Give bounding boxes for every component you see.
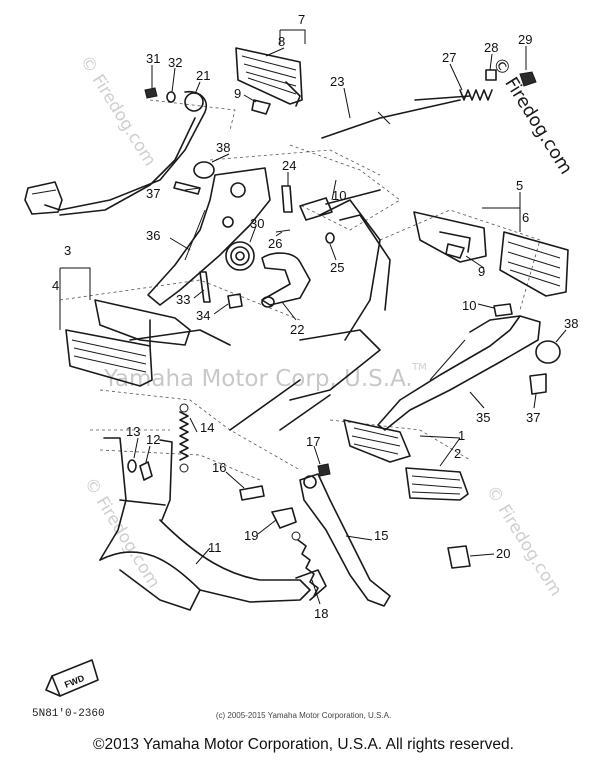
pin-26 bbox=[275, 229, 291, 233]
nut-17 bbox=[317, 463, 331, 477]
callout-33: 33 bbox=[176, 292, 190, 307]
washer-25 bbox=[325, 232, 335, 244]
callout-34: 34 bbox=[196, 308, 210, 323]
copyright-small-print: (c) 2005-2015 Yamaha Motor Corporation, … bbox=[215, 711, 392, 720]
callout-38b: 38 bbox=[564, 316, 578, 331]
callout-22: 22 bbox=[290, 322, 304, 337]
pin-24 bbox=[281, 185, 293, 213]
bushing-38-left bbox=[193, 161, 215, 179]
bushing-38-right bbox=[535, 340, 561, 364]
callout-18: 18 bbox=[314, 606, 328, 621]
bolt-31 bbox=[144, 87, 158, 99]
callout-3: 3 bbox=[64, 243, 71, 258]
nut-29 bbox=[519, 71, 537, 87]
footrest-rubber-6 bbox=[499, 231, 569, 297]
footrest-1 bbox=[343, 419, 411, 463]
washer-13 bbox=[127, 459, 137, 473]
callout-14: 14 bbox=[200, 420, 214, 435]
callout-24: 24 bbox=[282, 158, 296, 173]
spring-27 bbox=[459, 89, 493, 101]
bolt-37-right bbox=[529, 373, 547, 395]
rear-footrest-8 bbox=[235, 47, 303, 107]
watermark-brand: Yamaha Motor Corp, U.S.A. bbox=[103, 366, 413, 392]
bolt-16 bbox=[239, 485, 265, 501]
bracket-36 bbox=[147, 167, 271, 306]
washer-32 bbox=[166, 91, 176, 103]
main-stand-11 bbox=[99, 437, 327, 611]
callout-37b: 37 bbox=[526, 410, 540, 425]
callout-28: 28 bbox=[484, 40, 498, 55]
callout-10b: 10 bbox=[462, 298, 476, 313]
diagram-code: 5N81'0-2360 bbox=[32, 708, 105, 720]
callout-35: 35 bbox=[476, 410, 490, 425]
callout-7: 7 bbox=[298, 12, 305, 27]
watermark-top-left: © Firedog.com bbox=[76, 52, 160, 170]
spring-18 bbox=[291, 531, 319, 597]
callout-29: 29 bbox=[518, 32, 532, 47]
callout-11: 11 bbox=[208, 540, 222, 555]
pedal-35 bbox=[377, 315, 541, 431]
nut-34 bbox=[227, 293, 243, 309]
forward-arrow: FWD bbox=[45, 659, 99, 697]
bolt-33 bbox=[199, 271, 211, 303]
callout-25: 25 bbox=[330, 260, 344, 275]
bolt-10-right bbox=[493, 303, 513, 317]
footrest-rubber-2 bbox=[405, 467, 469, 501]
callout-17: 17 bbox=[306, 434, 320, 449]
callout-19: 19 bbox=[244, 528, 258, 543]
callout-16: 16 bbox=[212, 460, 226, 475]
callout-2: 2 bbox=[454, 446, 461, 461]
callout-37a: 37 bbox=[146, 186, 160, 201]
callout-21: 21 bbox=[196, 68, 210, 83]
callout-20: 20 bbox=[496, 546, 510, 561]
callout-12: 12 bbox=[146, 432, 160, 447]
callout-9a: 9 bbox=[234, 86, 241, 101]
callout-31: 31 bbox=[146, 51, 160, 66]
plate-19 bbox=[271, 507, 297, 529]
footrest-bracket-3 bbox=[94, 299, 191, 347]
callout-23: 23 bbox=[330, 74, 344, 89]
callout-4: 4 bbox=[52, 278, 59, 293]
pin-12 bbox=[139, 461, 153, 481]
footrest-bracket-5 bbox=[413, 211, 487, 263]
callout-9b: 9 bbox=[478, 264, 485, 279]
nut-28 bbox=[485, 69, 497, 81]
spring-14 bbox=[179, 403, 189, 473]
callout-26: 26 bbox=[268, 236, 282, 251]
watermark-right: © Firedog.com bbox=[482, 482, 566, 600]
rubber-20 bbox=[447, 545, 471, 569]
side-stand-15 bbox=[299, 473, 391, 607]
callout-27: 27 bbox=[442, 50, 456, 65]
watermark-trademark: TM bbox=[411, 362, 427, 373]
leader-lines bbox=[59, 29, 567, 605]
spring-30 bbox=[225, 241, 255, 271]
callout-36: 36 bbox=[146, 228, 160, 243]
brake-arm-22 bbox=[261, 252, 311, 308]
callout-6: 6 bbox=[522, 210, 529, 225]
callout-38a: 38 bbox=[216, 140, 230, 155]
callout-32: 32 bbox=[168, 55, 182, 70]
bolt-9-top bbox=[251, 99, 271, 115]
callout-5: 5 bbox=[516, 178, 523, 193]
bolt-9-right bbox=[445, 243, 465, 259]
brake-pedal-21 bbox=[24, 90, 207, 216]
brake-rod-23 bbox=[321, 95, 471, 139]
clevis-10-top bbox=[299, 189, 381, 221]
watermark-left: © Firedog.com bbox=[80, 474, 164, 592]
frame-reference-lines bbox=[59, 99, 541, 481]
frame-tubes bbox=[129, 199, 391, 431]
footrest-rubber-4 bbox=[65, 329, 153, 387]
copyright-footer: ©2013 Yamaha Motor Corporation, U.S.A. A… bbox=[93, 736, 514, 753]
callout-8: 8 bbox=[278, 34, 285, 49]
bolt-37-left bbox=[173, 181, 201, 195]
callout-10a: 10 bbox=[332, 188, 346, 203]
callout-1: 1 bbox=[458, 428, 465, 443]
callout-15: 15 bbox=[374, 528, 388, 543]
callouts: 1 2 3 4 5 6 7 8 9 9 10 10 11 12 13 14 15… bbox=[52, 12, 578, 621]
callout-30: 30 bbox=[250, 216, 264, 231]
callout-13: 13 bbox=[126, 424, 140, 439]
